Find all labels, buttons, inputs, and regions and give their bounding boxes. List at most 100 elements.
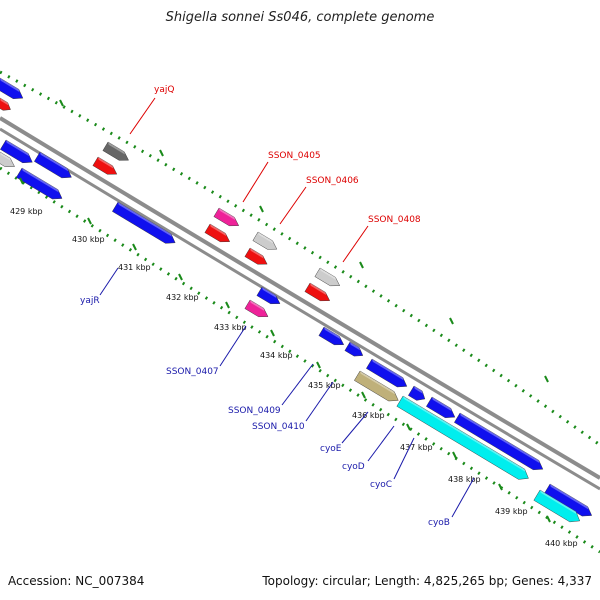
gene-label-SSON_0406[interactable]: SSON_0406 [306, 176, 359, 186]
kbp-label: 436 kbp [352, 411, 385, 420]
gene-label-cyoE[interactable]: cyoE [320, 444, 342, 454]
gene-cyoD-highlight [403, 396, 526, 472]
gene-label-SSON_0408[interactable]: SSON_0408 [368, 215, 421, 225]
gene-SSON_0410-highlight [350, 342, 360, 351]
outer-tick [359, 261, 364, 269]
gene-SSON_0405[interactable] [213, 207, 241, 230]
gene-SSON_0409-shape[interactable] [318, 326, 346, 349]
gene-arrow-shape[interactable] [544, 483, 594, 520]
gene-arrow-highlight [98, 157, 114, 169]
gene-arrow-shape[interactable] [366, 358, 409, 391]
gene-SSON_0410[interactable] [344, 341, 366, 360]
gene-arrow[interactable] [0, 77, 26, 103]
gene-arrow-shape[interactable] [426, 396, 457, 422]
gene-cyoD[interactable] [396, 395, 532, 484]
kbp-label: 433 kbp [214, 323, 247, 332]
kbp-label: 434 kbp [260, 351, 293, 360]
gene-arrow-shape[interactable] [0, 151, 17, 171]
gene-SSON_0407-shape[interactable] [244, 299, 271, 321]
gene-SSON_0406-shape[interactable] [252, 231, 280, 253]
gene-arrow-shape[interactable] [304, 282, 332, 305]
gene-arrow-shape[interactable] [244, 247, 270, 268]
gene-arrow[interactable] [0, 139, 35, 167]
leader-line [393, 437, 415, 480]
gene-SSON_0405-shape[interactable] [213, 207, 241, 230]
gene-arrow-shape[interactable] [16, 167, 65, 203]
gene-arrow-highlight [40, 152, 69, 172]
gene-SSON_0408-highlight [320, 268, 337, 281]
gene-cyoE-shape[interactable] [354, 370, 401, 405]
gene-arrow-shape[interactable] [256, 286, 283, 308]
gene-arrow[interactable] [0, 97, 13, 113]
leader-line [279, 186, 307, 225]
outer-tick [544, 375, 549, 383]
gene-arrow-shape[interactable] [92, 156, 120, 178]
gene-arrow-highlight [262, 287, 277, 298]
gene-yajQ-shape[interactable] [102, 141, 131, 164]
dotted-guides [0, 70, 600, 554]
kbp-label: 430 kbp [72, 235, 105, 244]
gene-arrow[interactable] [256, 286, 283, 308]
gene-arrow-highlight [372, 359, 404, 381]
gene-SSON_0408[interactable] [314, 267, 342, 290]
gene-arrow-highlight [250, 248, 264, 259]
leader-line [219, 325, 247, 367]
gene-cyoD-shape[interactable] [396, 395, 532, 484]
gene-arrow[interactable] [544, 483, 594, 520]
backbone-line [0, 116, 600, 480]
kbp-label: 439 kbp [495, 507, 528, 516]
gene-SSON_0407[interactable] [244, 299, 271, 321]
gene-arrow[interactable] [92, 156, 120, 178]
gene-arrow[interactable] [426, 396, 457, 422]
gene-arrow[interactable] [408, 385, 427, 404]
gene-SSON_0410-shape[interactable] [344, 341, 366, 360]
gene-arrow[interactable] [244, 247, 270, 268]
inner-dotted-line [0, 166, 600, 554]
gene-arrow[interactable] [204, 223, 232, 246]
gene-label-SSON_0407[interactable]: SSON_0407 [166, 367, 219, 377]
gene-arrow[interactable] [34, 151, 74, 182]
gene-yajQ[interactable] [102, 141, 131, 164]
gene-SSON_0409-highlight [324, 327, 341, 340]
gene-arrow-shape[interactable] [34, 151, 74, 182]
gene-arrow-highlight [0, 78, 20, 93]
gene-label-yajR[interactable]: yajR [80, 296, 100, 306]
gene-arrow-highlight [6, 140, 29, 157]
gene-arrow-shape[interactable] [0, 97, 13, 113]
gene-arrow[interactable] [304, 282, 332, 305]
gene-label-yajQ[interactable]: yajQ [154, 85, 174, 95]
gene-arrow[interactable] [16, 167, 65, 203]
gene-yajR-shape[interactable] [112, 201, 178, 247]
backbone-lines [0, 116, 600, 491]
gene-arrow-shape[interactable] [454, 412, 545, 474]
gene-label-SSON_0410[interactable]: SSON_0410 [252, 422, 305, 432]
gene-label-cyoC[interactable]: cyoC [370, 480, 392, 490]
gene-cyoB[interactable] [533, 489, 583, 526]
gene-arrow[interactable] [366, 358, 409, 391]
gene-arrow-shape[interactable] [204, 223, 232, 246]
gene-cyoB-shape[interactable] [533, 489, 583, 526]
gene-arrow-shape[interactable] [0, 139, 35, 167]
gene-yajR[interactable] [112, 201, 178, 247]
gene-SSON_0408-shape[interactable] [314, 267, 342, 290]
gene-cyoE[interactable] [354, 370, 401, 405]
gene-SSON_0409[interactable] [318, 326, 346, 349]
gene-arrow-shape[interactable] [0, 77, 26, 103]
gene-label-SSON_0405[interactable]: SSON_0405 [268, 151, 321, 161]
kbp-tick [361, 391, 366, 399]
gene-arrow-highlight [0, 98, 9, 106]
kbp-tick [225, 301, 230, 309]
gene-arrow[interactable] [454, 412, 545, 474]
gene-arrow-shape[interactable] [408, 385, 427, 404]
gene-arrow-highlight [550, 484, 589, 510]
gene-arrow[interactable] [0, 151, 17, 171]
map-title: Shigella sonnei Ss046, complete genome [165, 10, 435, 25]
gene-label-cyoB[interactable]: cyoB [428, 518, 450, 528]
gene-arrow-highlight [414, 386, 423, 394]
gene-SSON_0406[interactable] [252, 231, 280, 253]
gene-label-cyoD[interactable]: cyoD [342, 462, 365, 472]
gene-label-SSON_0409[interactable]: SSON_0409 [228, 406, 281, 416]
gene-arrow-highlight [460, 413, 540, 464]
